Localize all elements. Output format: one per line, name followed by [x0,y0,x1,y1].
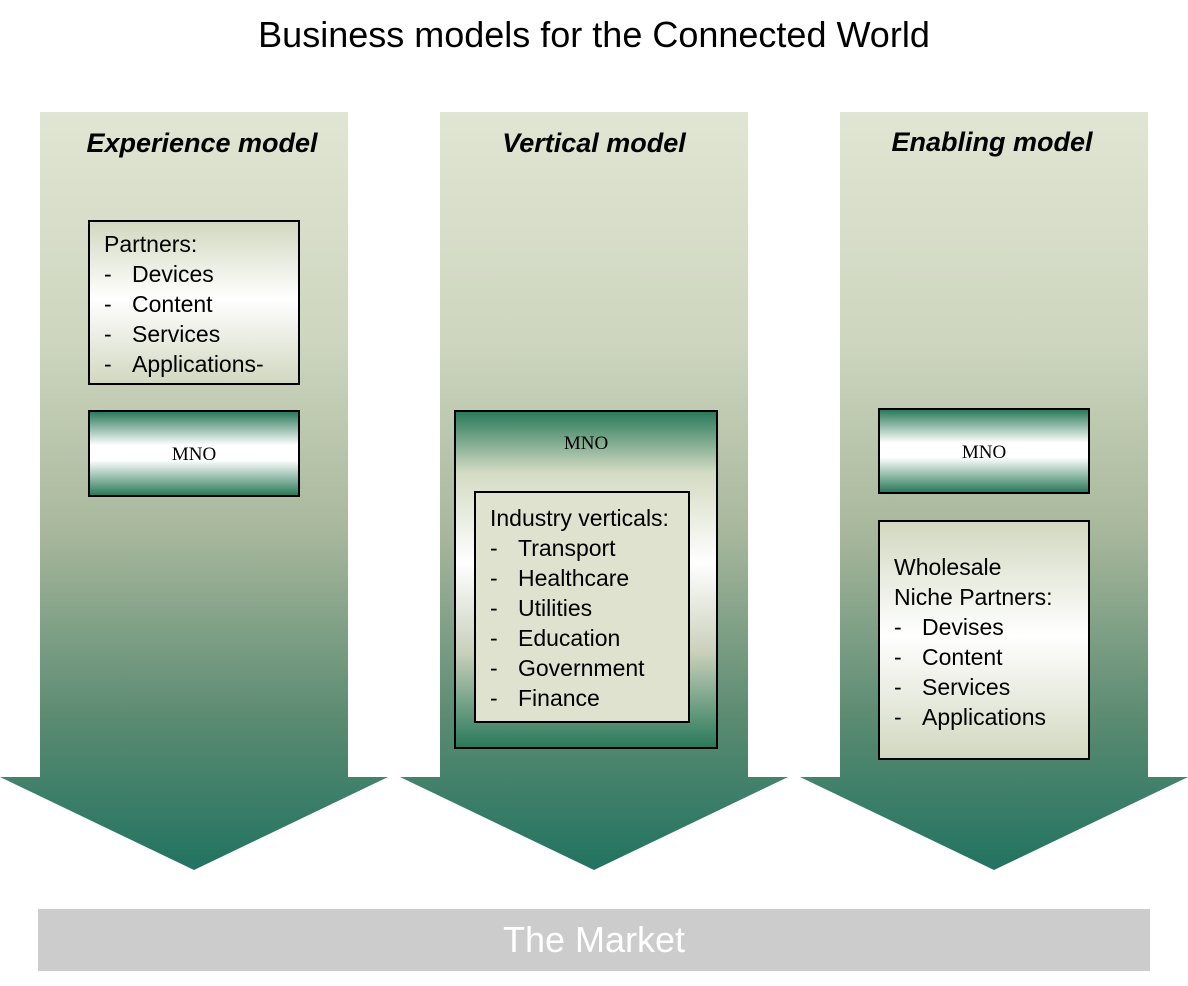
list-item: -Education [490,625,621,651]
list-item: -Content [894,644,1003,670]
mno-label: MNO [171,444,217,465]
experience-mno-box: MNO [88,410,300,497]
diagram-title: Business models for the Connected World [258,14,930,55]
industry-verticals-box: Industry verticals: -Transport -Healthca… [474,491,690,723]
mno-label: MNO [961,442,1007,463]
list-item: -Finance [490,685,600,711]
vertical-model-title: Vertical model [502,128,686,158]
wholesale-box: Wholesale Niche Partners: -Devises -Cont… [878,520,1090,760]
list-item: -Applications [894,704,1047,730]
wholesale-list: Wholesale Niche Partners: -Devises -Cont… [894,552,1053,732]
enabling-mno-box: MNO [878,408,1090,494]
partners-list: Partners: -Devices -Content -Services -A… [104,229,264,379]
list-item: -Devices [104,261,214,287]
mno-label: MNO [563,433,609,454]
list-item: -Services [104,321,221,347]
partners-heading: Partners: [104,231,198,257]
list-item: -Transport [490,535,616,561]
list-item: -Government [490,655,645,681]
list-item: -Content [104,291,213,317]
enabling-model-title: Enabling model [891,127,1093,157]
vertical-mno-box: MNO Industry verticals: -Transport -Heal… [454,410,718,749]
industry-verticals-heading: Industry verticals: [490,505,669,531]
industry-verticals-list: Industry verticals: -Transport -Healthca… [490,503,669,713]
partners-box: Partners: -Devices -Content -Services -A… [88,220,300,385]
list-item: -Applications- [104,351,264,377]
list-item: -Devises [894,614,1004,640]
experience-model-title: Experience model [86,128,318,158]
niche-partners-heading: Niche Partners: [894,584,1053,610]
list-item: -Healthcare [490,565,630,591]
list-item: -Services [894,674,1011,700]
market-bar: The Market [38,909,1150,971]
wholesale-heading: Wholesale [894,554,1002,580]
list-item: -Utilities [490,595,593,621]
